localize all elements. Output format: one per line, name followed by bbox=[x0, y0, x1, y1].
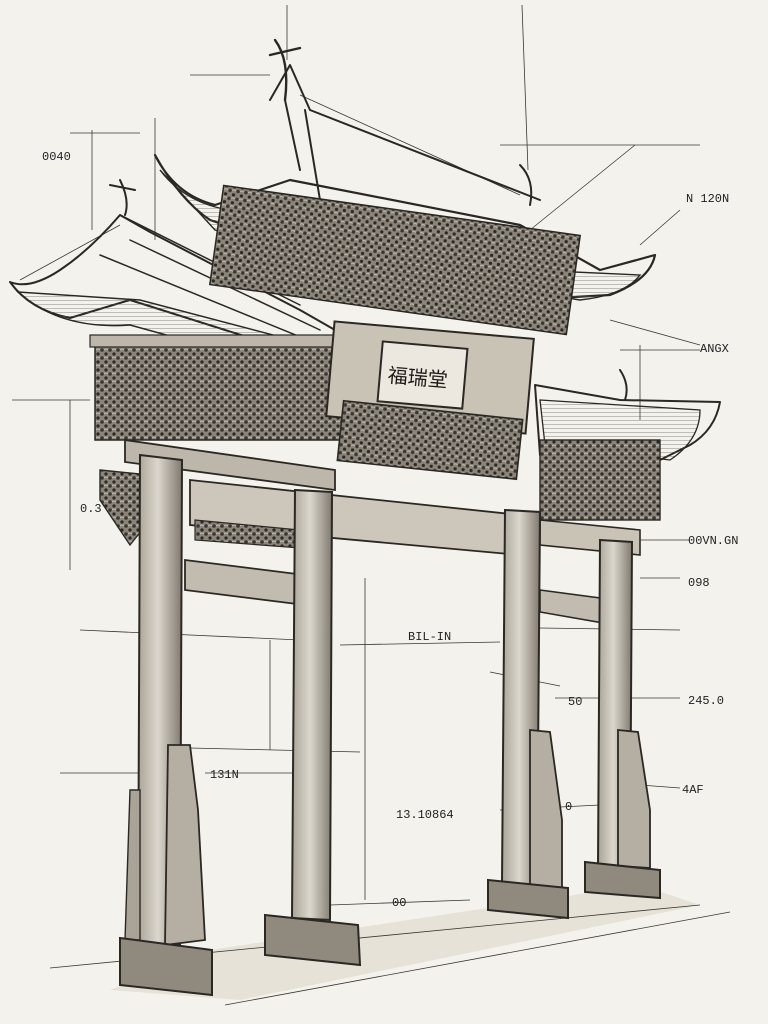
label-center-lower: 13.10864 bbox=[396, 808, 454, 822]
right-side-roof bbox=[534, 369, 721, 521]
pillar-buttresses bbox=[124, 729, 651, 947]
plaque-frame: 福瑞堂 bbox=[325, 320, 535, 481]
dimension-labels: 0040 N 120N ANGX 0.3 00VN.GN 098 BIL-IN … bbox=[42, 150, 738, 910]
label-left-mid: 0.3 bbox=[80, 502, 102, 516]
label-top-right: N 120N bbox=[686, 192, 729, 206]
pillar-left-inner bbox=[290, 488, 334, 922]
plaque-inscription: 福瑞堂 bbox=[387, 363, 449, 392]
main-roof bbox=[153, 38, 657, 336]
label-right-mid-3: 245.0 bbox=[688, 694, 724, 708]
label-right-mid-2: 098 bbox=[688, 576, 710, 590]
label-base: 00 bbox=[392, 896, 406, 910]
label-top-left: 0040 bbox=[42, 150, 71, 164]
label-center-span: BIL-IN bbox=[408, 630, 451, 644]
label-right-lower: 4AF bbox=[682, 783, 704, 797]
left-side-roof bbox=[9, 179, 383, 441]
beams bbox=[99, 438, 641, 626]
label-right-mid-1: 00VN.GN bbox=[688, 534, 738, 548]
label-right-small: 50 bbox=[568, 695, 582, 709]
label-right-lower-small: 0 bbox=[565, 800, 572, 814]
label-left-lower: 131N bbox=[210, 768, 239, 782]
label-right-upper: ANGX bbox=[700, 342, 729, 356]
plinths bbox=[119, 860, 661, 997]
